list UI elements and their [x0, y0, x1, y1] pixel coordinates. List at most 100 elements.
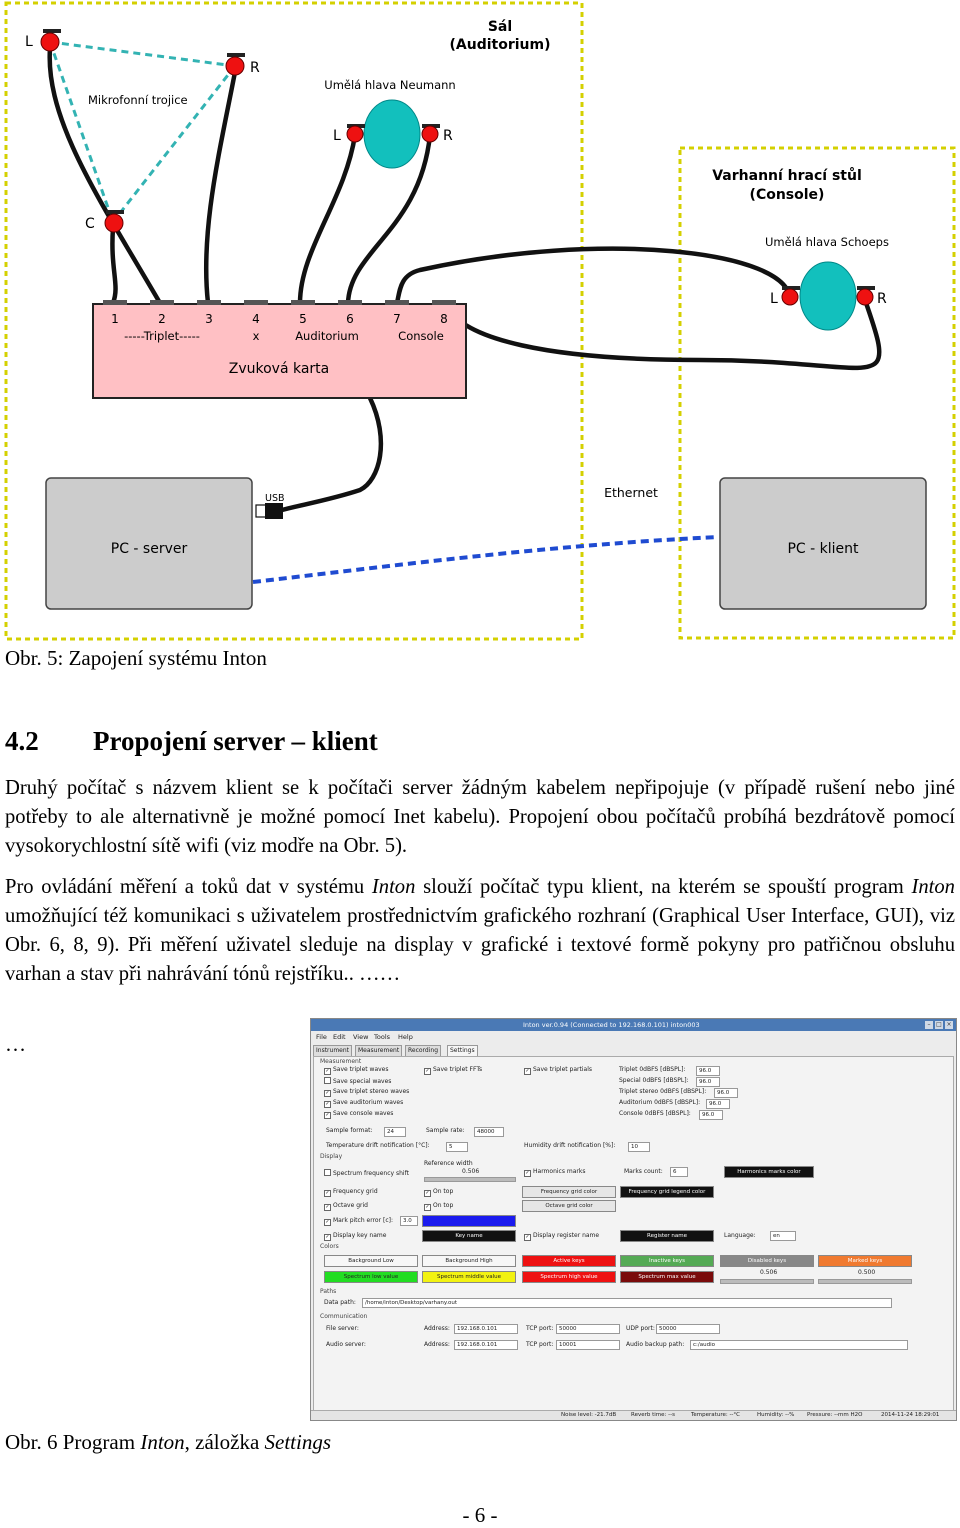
bg-high-button[interactable]: Background High — [422, 1255, 516, 1267]
maximize-icon[interactable]: □ — [935, 1021, 943, 1029]
colors-group-label: Colors — [320, 1243, 339, 1250]
caption2-a: Obr. 6 Program — [5, 1430, 141, 1454]
check-on-top-1[interactable]: ✓On top — [424, 1188, 454, 1197]
temp-drift-field[interactable]: 5 — [446, 1142, 468, 1152]
address-field-1[interactable]: 192.168.0.101 — [454, 1324, 518, 1334]
temp-drift-label: Temperature drift notification [°C]: — [326, 1142, 430, 1149]
usb-connector-icon — [255, 503, 283, 519]
page-number: - 6 - — [462, 1503, 498, 1527]
slider-2[interactable] — [818, 1279, 912, 1284]
address-field-2[interactable]: 192.168.0.101 — [454, 1340, 518, 1350]
check-mark-pitch[interactable]: ✓Mark pitch error [c]: — [324, 1217, 393, 1226]
minimize-icon[interactable]: – — [925, 1021, 933, 1029]
para2-text-a: Pro ovládání měření a toků dat v systému — [5, 876, 372, 898]
hall-title-2: (Auditorium) — [450, 37, 551, 53]
active-keys-button[interactable]: Active keys — [522, 1255, 616, 1267]
tcp-field-1[interactable]: 50000 — [556, 1324, 620, 1334]
dbspl-field-5[interactable]: 96.0 — [699, 1110, 723, 1120]
reference-width-value: 0.506 — [462, 1168, 480, 1175]
dbspl-field-3[interactable]: 96.0 — [714, 1088, 738, 1098]
menu-file[interactable]: File — [316, 1033, 327, 1041]
sample-rate-field[interactable]: 48000 — [474, 1127, 504, 1137]
check-octave-grid[interactable]: ✓Octave grid — [324, 1202, 368, 1211]
system-connection-diagram: Sál (Auditorium) Varhanní hrací stůl (Co… — [4, 1, 956, 641]
check-save-auditorium[interactable]: ✓Save auditorium waves — [324, 1099, 404, 1108]
audio-backup-field[interactable]: c:/audio — [690, 1340, 908, 1350]
check-save-triplet-stereo[interactable]: ✓Save triplet stereo waves — [324, 1088, 410, 1097]
check-save-special-waves[interactable]: Save special waves — [324, 1077, 391, 1086]
channel-8: 8 — [440, 312, 448, 326]
udp-field[interactable]: 50000 — [656, 1324, 720, 1334]
close-icon[interactable]: × — [945, 1021, 953, 1029]
channel-6: 6 — [346, 312, 354, 326]
spectrum-middle-button[interactable]: Spectrum middle value — [422, 1271, 516, 1283]
humidity-drift-label: Humidity drift notification [%]: — [524, 1142, 616, 1149]
octave-grid-color-button[interactable]: Octave grid color — [522, 1200, 616, 1212]
menu-bar: File Edit View Tools Help — [311, 1032, 956, 1043]
key-name-button[interactable]: Key name — [422, 1230, 516, 1242]
audio-backup-label: Audio backup path: — [626, 1341, 685, 1348]
marks-count-label: Marks count: — [624, 1168, 663, 1175]
tcp-field-2[interactable]: 10001 — [556, 1340, 620, 1350]
check-frequency-grid[interactable]: ✓Frequency grid — [324, 1188, 378, 1197]
auditorium-border — [4, 1, 584, 641]
inactive-keys-button[interactable]: Inactive keys — [620, 1255, 714, 1267]
mic-C-label: C — [85, 216, 95, 232]
mic-R-label: R — [250, 60, 260, 76]
marks-count-field[interactable]: 6 — [670, 1167, 688, 1177]
check-save-triplet-ffts[interactable]: ✓Save triplet FFTs — [424, 1066, 483, 1075]
marked-keys-button[interactable]: Marked keys — [818, 1255, 912, 1267]
dbspl-field-1[interactable]: 96.0 — [696, 1066, 720, 1076]
console-title-2: (Console) — [750, 187, 825, 203]
check-display-key[interactable]: ✓Display key name — [324, 1232, 387, 1241]
pc-client-label: PC - klient — [787, 541, 859, 557]
pc-client — [719, 477, 927, 610]
check-save-triplet-partials[interactable]: ✓Save triplet partials — [524, 1066, 592, 1075]
dbspl-field-4[interactable]: 96.0 — [706, 1099, 730, 1109]
spectrum-max-button[interactable]: Spectrum max value — [620, 1271, 714, 1283]
frequency-grid-legend-button[interactable]: Frequency grid legend color — [620, 1186, 714, 1198]
humidity-drift-field[interactable]: 10 — [628, 1142, 650, 1152]
check-harmonics-marks[interactable]: ✓Harmonics marks — [524, 1168, 586, 1177]
sample-format-field[interactable]: 24 — [384, 1127, 406, 1137]
dbspl-field-2[interactable]: 96.0 — [696, 1077, 720, 1087]
disabled-keys-button[interactable]: Disabled keys — [720, 1255, 814, 1267]
dbspl-label-5: Console 0dBFS [dBSPL]: — [619, 1110, 691, 1117]
window-title: Inton ver.0.94 (Connected to 192.168.0.1… — [523, 1021, 700, 1029]
para2-inton-1: Inton — [371, 876, 416, 898]
figure-6-caption: Obr. 6 Program Inton, záložka Settings — [5, 1430, 331, 1455]
slider-1[interactable] — [720, 1279, 814, 1284]
menu-tools[interactable]: Tools — [374, 1033, 391, 1041]
sound-card — [92, 303, 467, 399]
language-field[interactable]: en — [770, 1231, 796, 1241]
status-datetime: 2014-11-24 18:29:01 — [881, 1412, 940, 1418]
spectrum-high-button[interactable]: Spectrum high value — [522, 1271, 616, 1283]
spectrum-low-button[interactable]: Spectrum low value — [324, 1271, 418, 1283]
frequency-grid-color-button[interactable]: Frequency grid color — [522, 1186, 616, 1198]
display-group-label: Display — [320, 1153, 343, 1160]
check-on-top-2[interactable]: ✓On top — [424, 1202, 454, 1211]
check-save-triplet-waves[interactable]: ✓Save triplet waves — [324, 1066, 389, 1075]
bg-low-button[interactable]: Background Low — [324, 1255, 418, 1267]
menu-view[interactable]: View — [353, 1033, 369, 1041]
mark-pitch-field[interactable]: 3.0 — [400, 1216, 418, 1226]
data-path-field[interactable]: /home/inton/Desktop/varhany.out — [362, 1298, 892, 1308]
para2-text-b: slouží počítač typu klient, na kterém se… — [415, 876, 912, 898]
harmonics-color-button[interactable]: Harmonics marks color — [724, 1166, 814, 1178]
check-spectrum-shift[interactable]: Spectrum frequency shift — [324, 1169, 409, 1178]
status-bar: Noise level: -21.7dB Reverb time: --s Te… — [311, 1410, 956, 1420]
menu-help[interactable]: Help — [398, 1033, 413, 1041]
dbspl-label-2: Special 0dBFS [dBSPL]: — [619, 1077, 689, 1084]
address-label-2: Address: — [424, 1341, 450, 1348]
menu-edit[interactable]: Edit — [333, 1033, 346, 1041]
check-save-console[interactable]: ✓Save console waves — [324, 1110, 394, 1119]
neumann-label: Umělá hlava Neumann — [324, 78, 455, 92]
section-number: 4.2 — [5, 726, 39, 756]
mark-pitch-color-button[interactable] — [422, 1215, 516, 1227]
settings-panel: Measurement ✓Save triplet waves Save spe… — [313, 1056, 954, 1413]
check-display-register[interactable]: ✓Display register name — [524, 1232, 600, 1241]
udp-label: UDP port: — [626, 1325, 655, 1332]
reference-width-slider[interactable] — [424, 1177, 516, 1182]
register-name-button[interactable]: Register name — [620, 1230, 714, 1242]
